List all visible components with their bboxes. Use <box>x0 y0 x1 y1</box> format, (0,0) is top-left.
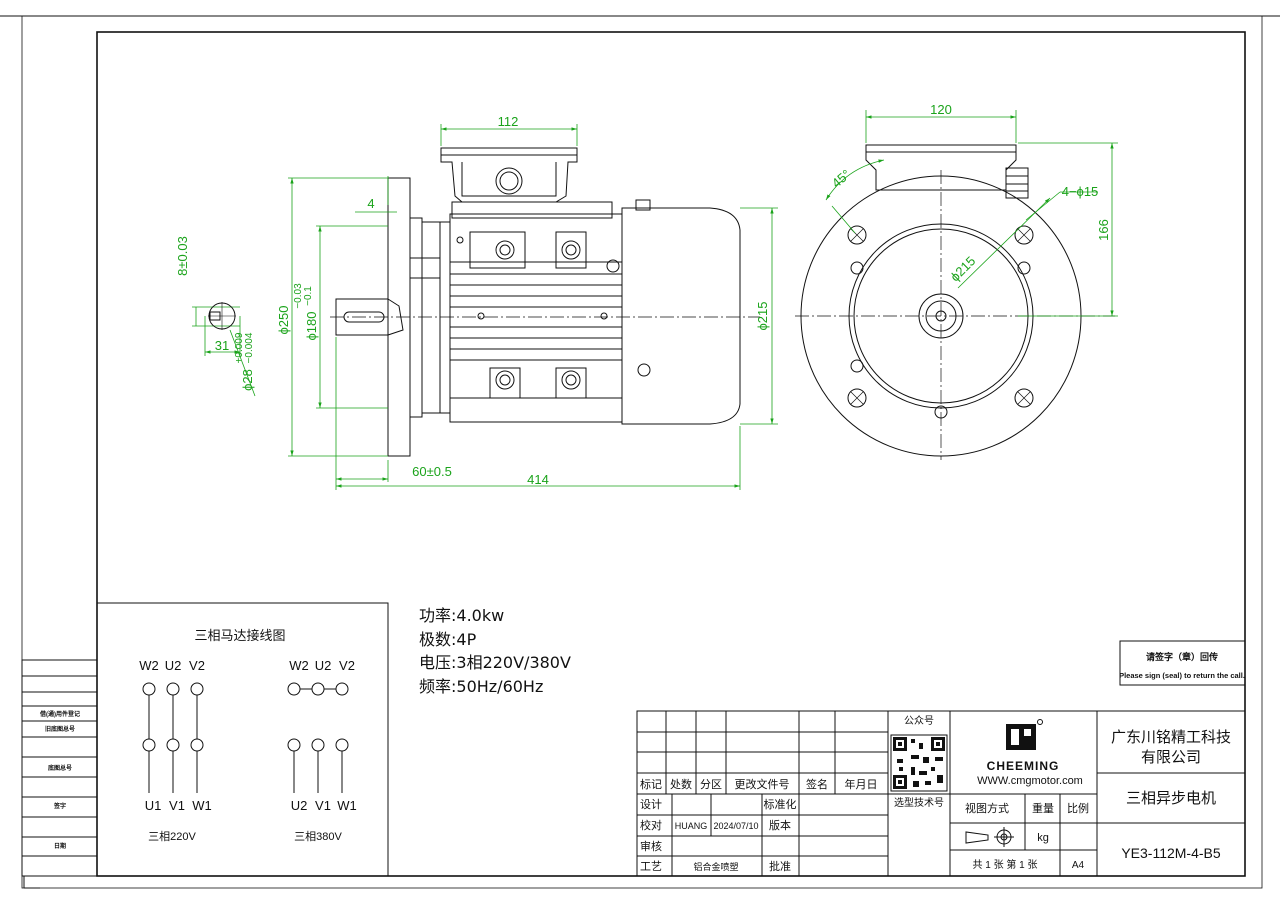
dim-overall-length: 414 <box>527 472 549 487</box>
wiring-label-w1: W1 <box>192 798 212 813</box>
strip-label-date: 日期 <box>54 842 66 850</box>
spec-power: 功率:4.0kw <box>419 606 505 625</box>
wiring-diagram <box>96 602 389 877</box>
dim-flange-dia: ϕ250 <box>276 306 291 335</box>
strip-label-base-no: 底图总号 <box>48 764 72 772</box>
weight-unit: kg <box>1037 832 1049 844</box>
wiring-right-label-u2b: U2 <box>291 798 308 813</box>
header-signature: 签名 <box>806 777 828 791</box>
wiring-label-w2: W2 <box>139 658 159 673</box>
header-count: 处数 <box>670 778 692 791</box>
company-line1: 广东川铭精工科技 <box>1111 729 1231 746</box>
paper-size: A4 <box>1072 860 1085 871</box>
wiring-label-u1: U1 <box>145 798 162 813</box>
wiring-caption-220: 三相220V <box>148 830 196 843</box>
wiring-label-u2: U2 <box>165 658 182 673</box>
dim-shaft-dia: ϕ28 <box>240 369 255 391</box>
header-mark: 标记 <box>640 777 662 791</box>
dim-key-height: 31 <box>215 338 229 353</box>
wiring-right-label-v2: V2 <box>339 658 355 673</box>
header-change-doc: 更改文件号 <box>735 777 790 791</box>
scale-label: 比例 <box>1067 801 1089 815</box>
check-date: 2024/07/10 <box>713 821 758 831</box>
dim-spigot-tol-upper: −0.03 <box>293 283 304 309</box>
weight-label: 重量 <box>1032 801 1054 815</box>
dim-key-width: 8±0.03 <box>175 236 190 276</box>
dim-shaft-tol-lower: −0.004 <box>244 332 255 363</box>
projection-symbol <box>965 827 1014 847</box>
left-margin-strip <box>21 659 98 877</box>
motor-specs: 功率:4.0kw 极数:4P 电压:3相220V/380V 频率:50Hz/60… <box>419 604 571 698</box>
dim-terminal-box-width: 112 <box>498 114 519 129</box>
website: WWW.cmgmotor.com <box>977 775 1083 787</box>
wiring-right-label-w2: W2 <box>289 658 309 673</box>
wiring-right-label-v1: V1 <box>315 798 331 813</box>
dim-shaft-length: 60±0.5 <box>412 464 452 479</box>
wechat-label: 公众号 <box>904 715 934 727</box>
strip-label-borrow: 借(通)用件登记 <box>39 710 80 718</box>
dim-pcd: ϕ215 <box>947 253 978 284</box>
checker-name: HUANG <box>675 821 708 831</box>
shaft-key-section <box>208 302 236 330</box>
spec-voltage: 电压:3相220V/380V <box>419 653 571 672</box>
dim-angle: 45° <box>829 166 854 190</box>
brand-name: CHEEMING <box>987 759 1060 773</box>
cheeming-logo <box>1006 719 1043 750</box>
product-name: 三相异步电机 <box>1126 790 1216 807</box>
row-design: 设计 <box>640 798 662 811</box>
side-view <box>330 147 760 457</box>
wiring-caption-380: 三相380V <box>294 830 342 843</box>
wiring-right-label-u2: U2 <box>315 658 332 673</box>
dim-shaft-tol-upper: +0.009 <box>234 332 245 363</box>
strip-label-sign: 签字 <box>53 802 66 810</box>
return-note-en: Please sign (seal) to return the call. <box>1119 671 1245 680</box>
row-process: 工艺 <box>640 860 662 873</box>
standardize-label: 标准化 <box>764 797 797 811</box>
model-number: YE3-112M-4-B5 <box>1121 845 1221 861</box>
spec-poles: 极数:4P <box>419 629 477 649</box>
wiring-right-label-w1: W1 <box>337 798 357 813</box>
dim-spigot-dia: ϕ180 <box>304 312 319 341</box>
wiring-label-v1: V1 <box>169 798 185 813</box>
wiring-title: 三相马达接线图 <box>194 628 285 643</box>
process-note: 铝合金喷塑 <box>693 861 738 872</box>
strip-label-old-no: 旧底图总号 <box>45 725 75 733</box>
company-line2: 有限公司 <box>1141 749 1201 766</box>
approve-label: 批准 <box>769 859 791 873</box>
spec-frequency: 频率:50Hz/60Hz <box>419 676 544 696</box>
selection-no-label: 选型技术号 <box>894 796 944 809</box>
side-dimensions <box>192 124 778 490</box>
return-note-cn: 请签字（章）回传 <box>1146 651 1218 662</box>
dim-top-width: 120 <box>930 102 952 117</box>
dim-hole-spec: 4−ϕ15 <box>1062 184 1099 199</box>
front-dimensions <box>825 110 1118 317</box>
header-date: 年月日 <box>845 777 878 791</box>
header-zone: 分区 <box>700 778 722 791</box>
sheet-frame <box>0 15 1280 889</box>
wiring-label-v2: V2 <box>189 658 205 673</box>
wechat-qr-code <box>890 734 948 792</box>
dim-body-dia: ϕ215 <box>755 302 770 331</box>
dim-spigot-tol-lower: −0.1 <box>303 286 314 306</box>
front-view <box>795 144 1115 460</box>
sheet-count: 共 1 张 第 1 张 <box>972 858 1037 871</box>
version-label: 版本 <box>769 818 791 832</box>
title-block <box>636 640 1246 877</box>
dim-flange-thickness: 4 <box>367 196 374 211</box>
row-review: 审核 <box>640 839 662 853</box>
dim-center-height: 166 <box>1096 219 1111 241</box>
row-check: 校对 <box>640 818 662 832</box>
view-method-label: 视图方式 <box>965 801 1009 815</box>
